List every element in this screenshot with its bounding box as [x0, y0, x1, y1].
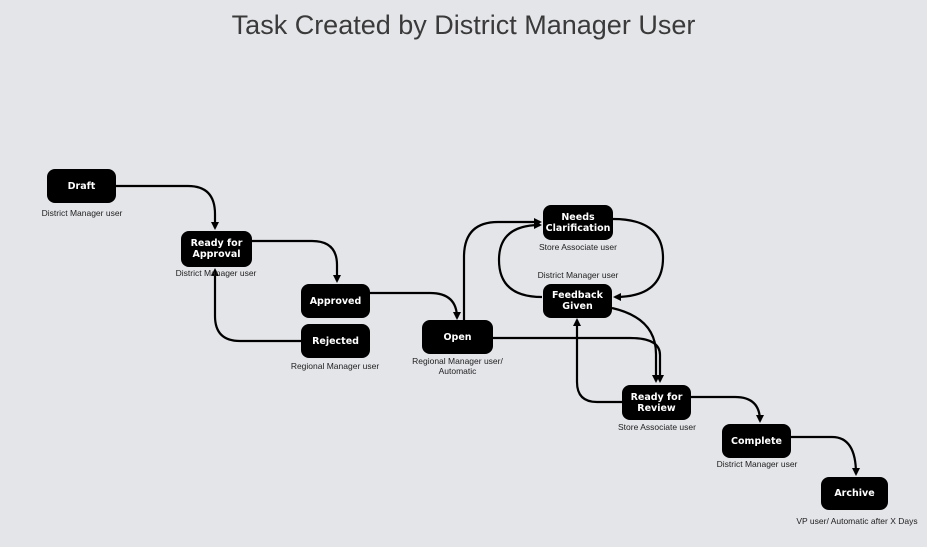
edge-needs-clarification-to-feedback-given: [612, 217, 665, 301]
caption-rejected: Regional Manager user: [290, 361, 380, 371]
caption-feedback-given: District Manager user: [537, 270, 619, 280]
node-complete[interactable]: Complete: [722, 424, 791, 458]
caption-complete: District Manager user: [716, 459, 798, 469]
edge-ready-for-review-to-feedback-given: [573, 318, 622, 404]
node-feedback-given[interactable]: Feedback Given: [543, 284, 612, 318]
caption-open: Regional Manager user/ Automatic: [412, 356, 503, 376]
node-approved[interactable]: Approved: [301, 284, 370, 318]
edge-ready-for-approval-to-approved: [252, 239, 341, 283]
edge-approved-to-open: [370, 291, 461, 320]
edge-feedback-given-to-ready-for-review: [611, 306, 660, 383]
caption-archive: VP user/ Automatic after X Days: [796, 516, 918, 526]
edge-open-to-ready-for-review: [493, 336, 664, 383]
edge-rejected-to-ready-for-approval: [211, 268, 301, 343]
edge-complete-to-archive: [791, 435, 860, 476]
node-ready-for-review[interactable]: Ready for Review: [622, 385, 691, 420]
edge-draft-to-ready-for-approval: [116, 184, 219, 230]
node-draft[interactable]: Draft: [47, 169, 116, 203]
edge-feedback-given-to-needs-clarification: [497, 221, 543, 299]
node-needs-clarification[interactable]: Needs Clarification: [543, 205, 613, 240]
edge-open-to-needs-clarification: [462, 218, 542, 320]
caption-needs-clarification: Store Associate user: [539, 242, 617, 252]
edge-ready-for-review-to-complete: [691, 395, 764, 423]
caption-draft: District Manager user: [41, 208, 123, 218]
node-open[interactable]: Open: [422, 320, 493, 354]
node-archive[interactable]: Archive: [821, 477, 888, 510]
caption-ready-for-approval: District Manager user: [175, 268, 257, 278]
caption-ready-for-review: Store Associate user: [618, 422, 696, 432]
node-ready-for-approval[interactable]: Ready for Approval: [181, 231, 252, 267]
diagram-title: Task Created by District Manager User: [231, 10, 696, 40]
node-rejected[interactable]: Rejected: [301, 324, 370, 358]
